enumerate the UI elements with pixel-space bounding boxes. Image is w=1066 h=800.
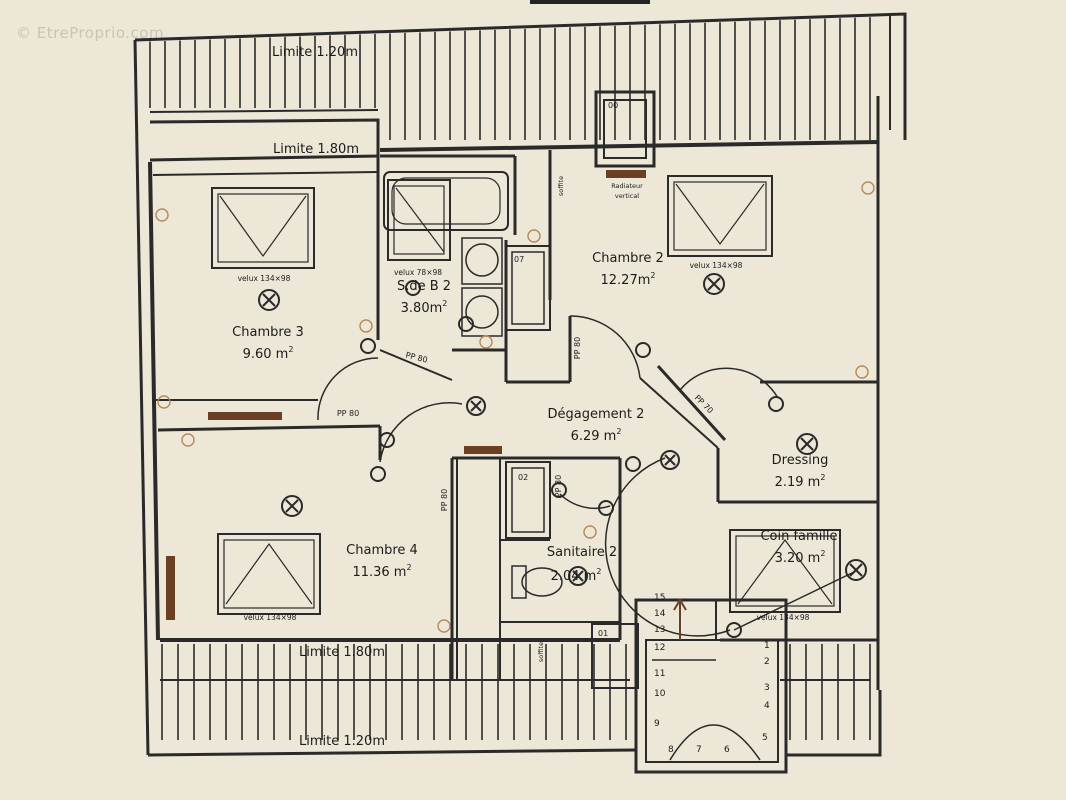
room-area-sdb2: 3.80m2 [401, 299, 448, 316]
room-area-chambre2: 12.27m2 [601, 271, 656, 288]
room-name-sanitaire2: Sanitaire 2 [547, 545, 617, 560]
room-area-chambre4: 11.36 m2 [352, 563, 411, 580]
stair-step-number: 11 [654, 669, 665, 679]
stair-step-number: 3 [764, 683, 770, 693]
velux-coin-famille [729, 529, 841, 613]
velux-label-coin-famille: velux 134×98 [757, 613, 810, 622]
door-label-chambre2: PP 80 [573, 337, 582, 359]
velux-label-chambre4: velux 134×98 [244, 613, 297, 622]
velux-label-sdb: velux 78×98 [394, 268, 442, 277]
top-edge-bar [530, 0, 650, 4]
ceiling-light-icons [258, 273, 867, 638]
limit-top-box [149, 118, 380, 162]
stair-step-number: 4 [764, 701, 770, 711]
stair-step-number: 9 [654, 719, 660, 729]
soffite-label-bottom: soffite [537, 642, 545, 662]
room-name-sdb2: S.de B 2 [397, 279, 451, 294]
radiator-icons [166, 170, 646, 620]
room-name-chambre4: Chambre 4 [346, 543, 418, 558]
roof-outline-top [134, 12, 907, 140]
stair-step-number: 13 [654, 625, 665, 635]
room-area-degagement2: 6.29 m2 [571, 427, 622, 444]
velux-label-chambre2: velux 134×98 [690, 261, 743, 270]
room-name-dressing: Dressing [772, 453, 829, 468]
stair-step-number: 15 [654, 593, 665, 603]
limit-label-top-outer: Limite 1.20m [272, 45, 358, 60]
roof-outline-bottom [147, 748, 636, 757]
roof-hatching [149, 17, 871, 740]
door-label-chambre4: PP 80 [440, 489, 449, 511]
outlet-icons [155, 181, 875, 633]
stair-step-number: 7 [696, 745, 702, 755]
limit-label-bottom-outer: Limite 1.20m [299, 734, 385, 749]
soffite-label-top: soffite [557, 176, 565, 196]
washbasin [461, 237, 503, 285]
stair-step-number: 6 [724, 745, 730, 755]
room-name-coin-famille: Coin famille [760, 529, 837, 544]
limit-label-top-inner: Limite 1.80m [273, 142, 359, 157]
duct-label-01: 01 [598, 629, 608, 638]
room-name-chambre3: Chambre 3 [232, 325, 304, 340]
radiator-label: Radiateur [611, 182, 643, 190]
bathtub [383, 171, 509, 231]
velux-chambre2 [667, 175, 773, 257]
room-area-coin-famille: 3.20 m2 [775, 549, 826, 566]
limit-label-bottom-inner: Limite 1.80m [299, 645, 385, 660]
door-label-chambre3: PP 80 [337, 409, 359, 418]
room-area-dressing: 2.19 m2 [775, 473, 826, 490]
stair-step-number: 8 [668, 745, 674, 755]
room-area-chambre3: 9.60 m2 [243, 345, 294, 362]
duct-label-07: 07 [514, 255, 524, 264]
stair-step-numbers: 15 14 13 12 11 10 9 8 7 6 5 4 3 2 1 [654, 593, 770, 755]
door-swing [317, 357, 379, 421]
stair-step-number: 2 [764, 657, 770, 667]
washbasin [461, 287, 503, 337]
inner-wall-left [148, 161, 160, 641]
inner-wall-top [379, 140, 879, 152]
room-area-sanitaire2: 2.04 m2 [551, 567, 602, 584]
stair-arrow-icon [673, 598, 687, 640]
watermark: © EtreProprio.com [16, 24, 165, 42]
velux-sdb [387, 179, 451, 261]
door-label-dressing: PP 70 [693, 393, 715, 415]
room-name-chambre2: Chambre 2 [592, 251, 664, 266]
room-name-degagement2: Dégagement 2 [548, 407, 645, 422]
velux-label-chambre3: velux 134×98 [238, 274, 291, 283]
radiator-sublabel: vertical [615, 192, 639, 200]
stair-step-number: 5 [762, 733, 768, 743]
toilet [511, 565, 527, 599]
stair-step-number: 1 [764, 641, 770, 651]
stair-step-number: 10 [654, 689, 666, 699]
stair-step-number: 12 [654, 643, 665, 653]
roof-outline-left [133, 39, 150, 756]
duct-label-02: 02 [518, 473, 528, 482]
roof-outline-bottom-right [785, 690, 882, 757]
stair-step-number: 14 [654, 609, 666, 619]
velux-chambre3 [211, 187, 315, 269]
velux-chambre4 [217, 533, 321, 615]
door-label-sanitaire: PP 80 [554, 475, 563, 497]
duct-label-00: 00 [608, 101, 618, 110]
